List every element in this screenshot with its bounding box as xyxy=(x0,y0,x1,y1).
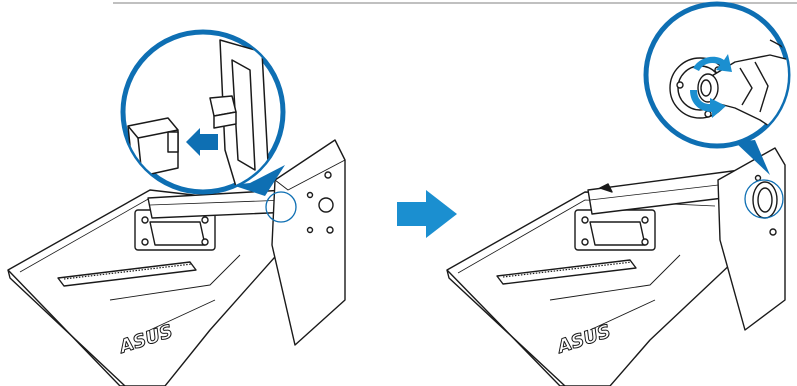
monitor-right-illustration: ASUS xyxy=(446,147,786,386)
zoom-callout-left xyxy=(120,29,286,196)
highlight-circle-right xyxy=(744,179,784,219)
zoom-callout-right xyxy=(643,1,791,175)
highlight-circle-left xyxy=(265,191,297,223)
vent-strip-left xyxy=(57,261,197,287)
stand-base-left xyxy=(271,139,346,346)
rotate-arrow-icon xyxy=(690,54,732,118)
stand-base-right xyxy=(717,147,786,331)
left-arrow-icon xyxy=(186,128,218,156)
vent-strip-right xyxy=(496,259,637,285)
right-arrow-icon xyxy=(397,190,457,238)
monitor-left-illustration: ASUS xyxy=(7,139,346,386)
